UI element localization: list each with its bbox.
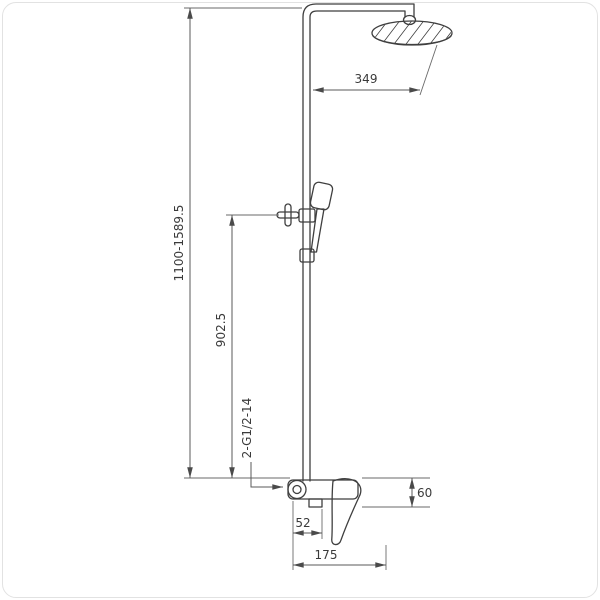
diverter-knob-vertical xyxy=(284,203,292,227)
dim-hand-shower-height: 902.5 xyxy=(214,214,279,478)
hand-shower-holder xyxy=(298,208,316,223)
dim-head-offset: 349 xyxy=(313,44,438,96)
dim-spout-height: 60 xyxy=(362,477,432,508)
wall-union-outer xyxy=(287,479,307,500)
overhead-shower xyxy=(371,14,453,46)
hand-shower xyxy=(276,181,334,263)
shower-fixture xyxy=(276,3,453,546)
spout-outlet xyxy=(308,498,323,508)
leader-line xyxy=(250,462,283,490)
dim-total-height-label: 1100-1589.5 xyxy=(172,205,186,282)
dim-hand-shower-height-label: 902.5 xyxy=(214,313,228,347)
hand-shower-handle xyxy=(310,208,325,253)
diverter-knob-horizontal xyxy=(276,211,300,219)
dim-mixer-width-label: 175 xyxy=(315,548,338,562)
dim-spout-offset-label: 52 xyxy=(295,516,310,530)
shower-head-lower-rim xyxy=(372,35,452,46)
callout-inlet-thread: 2-G1/2-14 xyxy=(240,398,283,490)
riser-pipe xyxy=(302,3,415,482)
dim-head-offset-label: 349 xyxy=(355,72,378,86)
mixer-body xyxy=(287,479,359,500)
extension-line-diagonal xyxy=(419,44,438,96)
mixer-handle xyxy=(331,478,362,546)
dim-total-height: 1100-1589.5 xyxy=(172,7,302,479)
dim-spout-height-label: 60 xyxy=(417,486,432,500)
slider-bracket xyxy=(299,248,315,263)
shower-head-hatching xyxy=(373,21,451,45)
ball-joint xyxy=(402,14,417,26)
dim-spout-offset: 52 xyxy=(292,501,323,570)
mixer xyxy=(287,478,362,546)
wall-union-inner xyxy=(292,484,302,495)
dim-mixer-width: 175 xyxy=(293,545,387,570)
hand-shower-head xyxy=(309,181,334,211)
inlet-thread-label: 2-G1/2-14 xyxy=(240,398,254,459)
